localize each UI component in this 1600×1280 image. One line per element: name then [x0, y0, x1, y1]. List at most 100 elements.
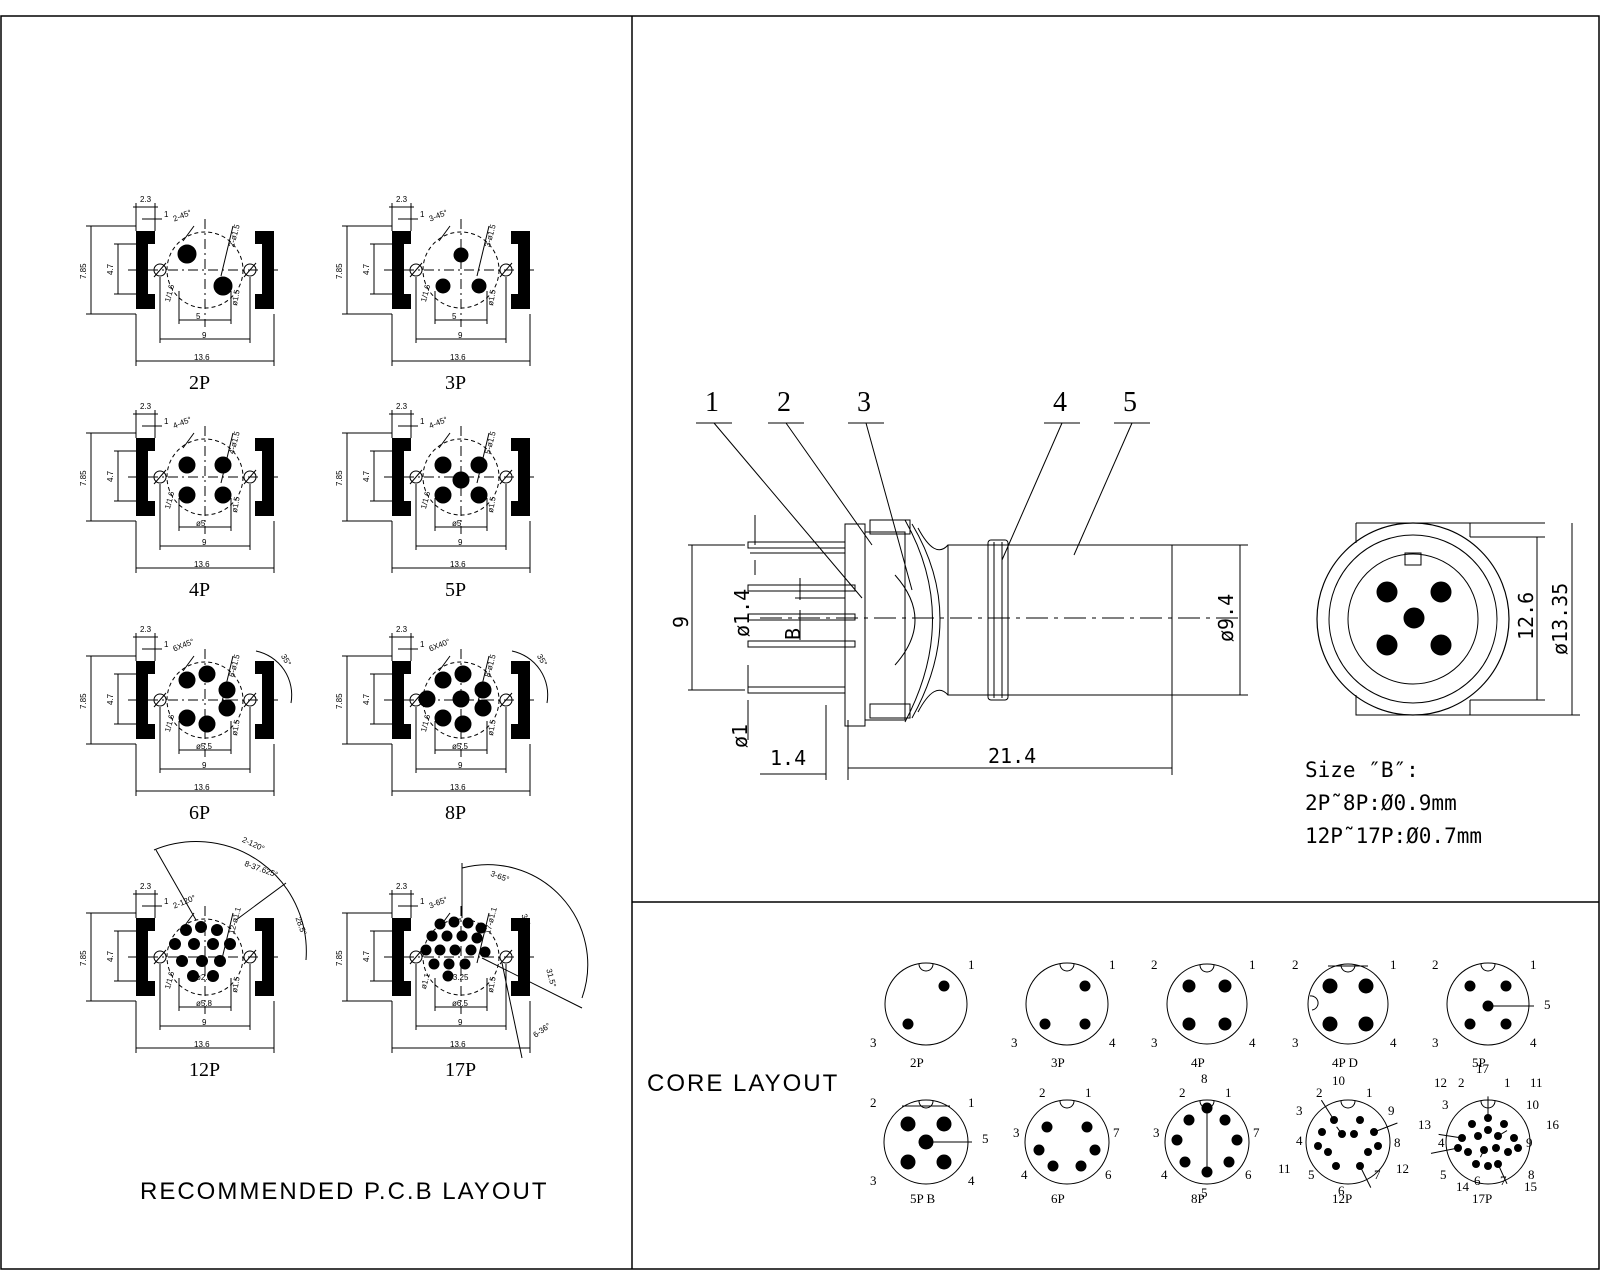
leader	[476, 432, 490, 484]
pcb-pin-hole	[177, 244, 197, 264]
mount-hole-cross	[243, 262, 257, 278]
pcb-angle-mark	[255, 650, 293, 704]
dim-text-inner: 4.7	[362, 693, 371, 705]
face-dim-inner: 12.6	[1514, 591, 1538, 640]
pcb-bracket-left	[392, 661, 411, 739]
pitch-circle	[422, 918, 500, 996]
pcb-layout-label: 2P	[189, 372, 211, 394]
leader	[182, 225, 195, 242]
core-pin-label: 3	[870, 1173, 877, 1188]
core-key	[1480, 963, 1496, 972]
seal-edge-bottom	[917, 689, 949, 713]
core-layout-12p	[1305, 1099, 1398, 1188]
face-mid-ring	[1328, 534, 1498, 704]
pcb-pin-hole	[474, 681, 492, 699]
core-pin-label: 1	[1085, 1085, 1092, 1100]
pcb-pin-hole	[214, 486, 232, 504]
pcb-pin-hole	[169, 938, 181, 950]
core-pin	[1474, 1132, 1482, 1140]
angle-arc	[153, 841, 307, 961]
dim-text-top: 2.3	[396, 625, 408, 634]
mount-hole-cross	[153, 692, 167, 708]
core-pin-label: 2	[1432, 957, 1439, 972]
dim-text-inner: 4.7	[106, 950, 115, 962]
pcb-layout-label: 6P	[189, 802, 211, 824]
core-pin-label: 6	[1474, 1173, 1481, 1188]
pitch-circle	[166, 661, 244, 739]
mount-hole-cross	[409, 262, 423, 278]
seal-curve-1	[904, 519, 933, 723]
pcb-bracket-left	[136, 231, 155, 309]
core-pin-label: 5	[1440, 1167, 1447, 1182]
core-pin	[1081, 1121, 1093, 1133]
core-pin-label: 1	[1530, 957, 1537, 972]
part-balloon-5: 5	[1123, 387, 1137, 418]
core-pin	[1484, 1162, 1492, 1170]
mount-hole-left	[153, 263, 167, 277]
core-pin-label: 3	[1296, 1103, 1303, 1118]
dim-text-inner: 4.7	[362, 263, 371, 275]
mount-hole-cross	[409, 469, 423, 485]
dim-text-height: 7.85	[335, 950, 344, 966]
core-pin-label: 12	[1396, 1161, 1409, 1176]
core-outline	[1305, 1099, 1391, 1185]
core-pin-label: 4	[1438, 1135, 1445, 1150]
dim-text-one: 1	[420, 417, 425, 426]
pcb-bracket-left	[136, 661, 155, 739]
dim-text-height: 7.85	[79, 263, 88, 279]
assembly-drawing	[688, 422, 1248, 780]
core-layout-label: 12P	[1332, 1191, 1353, 1206]
core-layout-4p-d	[1307, 963, 1389, 1045]
core-pin	[1218, 1017, 1232, 1031]
core-pin-label: 4	[1021, 1167, 1028, 1182]
core-key	[918, 963, 934, 972]
core-pin	[1484, 1126, 1492, 1134]
pin-leader	[1497, 1163, 1508, 1185]
core-pin	[1179, 1156, 1191, 1168]
part-balloon-1: 1	[705, 387, 719, 418]
balloon-leader	[1073, 422, 1133, 556]
core-outline	[1024, 1099, 1110, 1185]
core-pin-label: 4	[968, 1173, 975, 1188]
leader	[182, 655, 195, 672]
core-layout-label: 17P	[1472, 1191, 1493, 1206]
core-pin-label: 2	[1039, 1085, 1046, 1100]
pcb-pin-hole	[198, 665, 216, 683]
core-layout-4p	[1166, 963, 1248, 1045]
dim-text-inner: 4.7	[106, 693, 115, 705]
core-layout-label: 5P B	[910, 1191, 936, 1206]
core-pin	[1464, 1018, 1476, 1030]
leader	[220, 912, 234, 964]
core-pin	[1332, 1162, 1340, 1170]
core-pin-label: 3	[870, 1035, 877, 1050]
core-pin	[1350, 1130, 1358, 1138]
core-pin	[1314, 1142, 1322, 1150]
pcb-bracket-right	[255, 231, 274, 309]
pcb-layout-8p	[342, 633, 538, 796]
pcb-layout-drawings	[86, 203, 589, 1059]
dim-text-pitch: 9	[458, 331, 463, 340]
o-ring-groove	[987, 539, 1009, 701]
dim-text-height: 7.85	[79, 693, 88, 709]
dim-text-one: 1	[420, 897, 425, 906]
pcb-pin-hole	[462, 917, 474, 929]
pcb-pin-hole	[178, 671, 196, 689]
mount-hole-right	[243, 693, 257, 707]
pcb-pin-hole	[176, 955, 188, 967]
dim-text-span: 5	[452, 312, 457, 321]
pcb-pin-hole	[449, 944, 461, 956]
core-pin-label: 11	[1278, 1161, 1291, 1176]
mount-hole-right	[243, 950, 257, 964]
angle-arc	[511, 650, 549, 704]
core-pin-label: 6	[1245, 1167, 1252, 1182]
pin-leader	[1336, 1126, 1343, 1135]
pcb-pin-hole	[214, 955, 226, 967]
core-layout-17p	[1430, 1096, 1531, 1185]
core-pin-label: 12	[1434, 1075, 1447, 1090]
pcb-pin-hole	[428, 958, 440, 970]
face-dim-outer: ø13.35	[1548, 582, 1572, 655]
pcb-bracket-right	[511, 438, 530, 516]
core-section-title: CORE LAYOUT	[647, 1070, 840, 1097]
mount-hole-left	[153, 693, 167, 707]
